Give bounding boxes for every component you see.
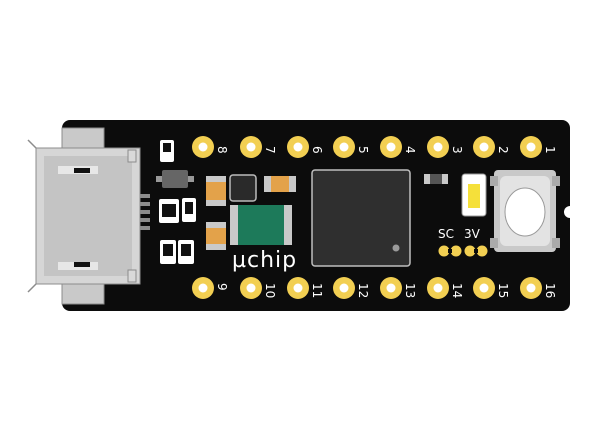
pin-label: 13 — [403, 283, 417, 298]
pin-pad — [192, 277, 214, 299]
smd-components-left — [156, 140, 196, 264]
pin-label: 2 — [496, 146, 510, 154]
pin-pad — [240, 136, 262, 158]
pin-pad — [520, 136, 542, 158]
resistor — [424, 174, 448, 184]
pin-label: 9 — [215, 283, 229, 291]
bottom-pin-row: 9 10 11 12 13 14 15 16 — [192, 277, 557, 299]
pin-pad — [240, 277, 262, 299]
pin-label: 16 — [543, 283, 557, 298]
pin-pad — [473, 136, 495, 158]
pin-pad — [192, 136, 214, 158]
board-logo: µchip — [232, 248, 297, 273]
pin-label: 4 — [403, 146, 417, 154]
pin-label: 3 — [450, 146, 464, 154]
pin-label: 1 — [543, 146, 557, 154]
microcontroller-chip — [311, 169, 411, 267]
jumper-label-sc: SC — [438, 227, 454, 241]
pin-pad — [380, 136, 402, 158]
pin-pad — [520, 277, 542, 299]
pin-label: 11 — [310, 283, 324, 298]
capacitors — [206, 176, 296, 250]
pin-label: 5 — [356, 146, 370, 154]
pin-pad — [427, 277, 449, 299]
jumper-label-3v: 3V — [464, 227, 481, 241]
pin-pad — [333, 136, 355, 158]
pin-label: 6 — [310, 146, 324, 154]
pin-pad — [333, 277, 355, 299]
inductor — [230, 205, 292, 245]
top-pin-row: 8 7 6 5 4 3 2 1 — [192, 136, 557, 158]
usb-connector — [27, 127, 150, 305]
pin-pad — [427, 136, 449, 158]
pin-label: 12 — [356, 283, 370, 298]
reset-button — [490, 170, 560, 252]
pin-label: 14 — [450, 283, 464, 298]
jumper-pads: SC 3V — [438, 227, 488, 257]
pin-pad — [287, 136, 309, 158]
pin-label: 8 — [215, 146, 229, 154]
pin-pad — [287, 277, 309, 299]
board-notch — [564, 206, 570, 218]
pin-label: 15 — [496, 283, 510, 298]
pin-pad — [380, 277, 402, 299]
led — [461, 173, 487, 217]
pin-label: 10 — [263, 283, 277, 298]
regulator-chip — [229, 174, 257, 202]
pin-label: 7 — [263, 146, 277, 154]
pin-pad — [473, 277, 495, 299]
